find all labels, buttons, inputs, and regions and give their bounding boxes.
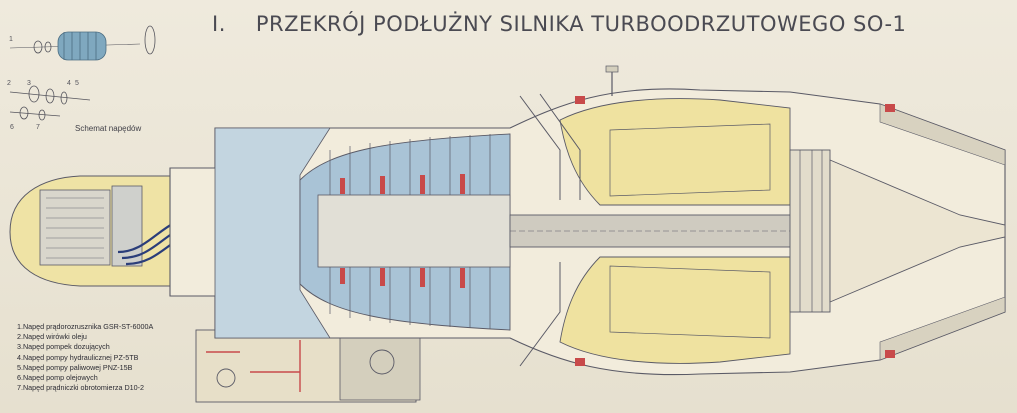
schema-number-2: 2 [7,80,11,87]
starter-generator-housing [9,175,211,287]
schema-number-4: 4 [67,80,71,87]
legend-item: 5.Napęd pompy paliwowej PNZ-15B [17,362,133,372]
engine-body [169,65,1006,376]
drives-legend: 1.Napęd prądorozrusznika GSR-ST-6000A 2.… [17,322,153,393]
schema-number-7: 7 [36,124,40,131]
legend-item: 1.Napęd prądorozrusznika GSR-ST-6000A [17,322,154,331]
legend-item: 7.Napęd prądniczki obrotomierza D10-2 [17,383,145,393]
schema-number-6: 6 [10,124,14,131]
legend-item: 3.Napęd pompek dozujących [17,342,110,352]
schema-number-1: 1 [9,36,13,43]
title-number: I. [212,12,226,36]
poster-title: I. PRZEKRÓJ PODŁUŻNY SILNIKA TURBOODRZUTO… [212,12,906,36]
drives-schematic [9,25,156,121]
drives-schematic-label: Schemat napędów [75,124,142,133]
accessory-gearbox [195,250,421,403]
legend-item: 6.Napęd pomp olejowych [17,372,98,382]
schema-number-5: 5 [75,80,79,87]
title-text: PRZEKRÓJ PODŁUŻNY SILNIKA TURBOODRZUTOWE… [255,12,907,36]
schema-number-3: 3 [27,80,31,87]
legend-item: 4.Napęd pompy hydraulicznej PZ-5TB [17,352,139,362]
legend-item: 2.Napęd wirówki oleju [17,332,87,342]
